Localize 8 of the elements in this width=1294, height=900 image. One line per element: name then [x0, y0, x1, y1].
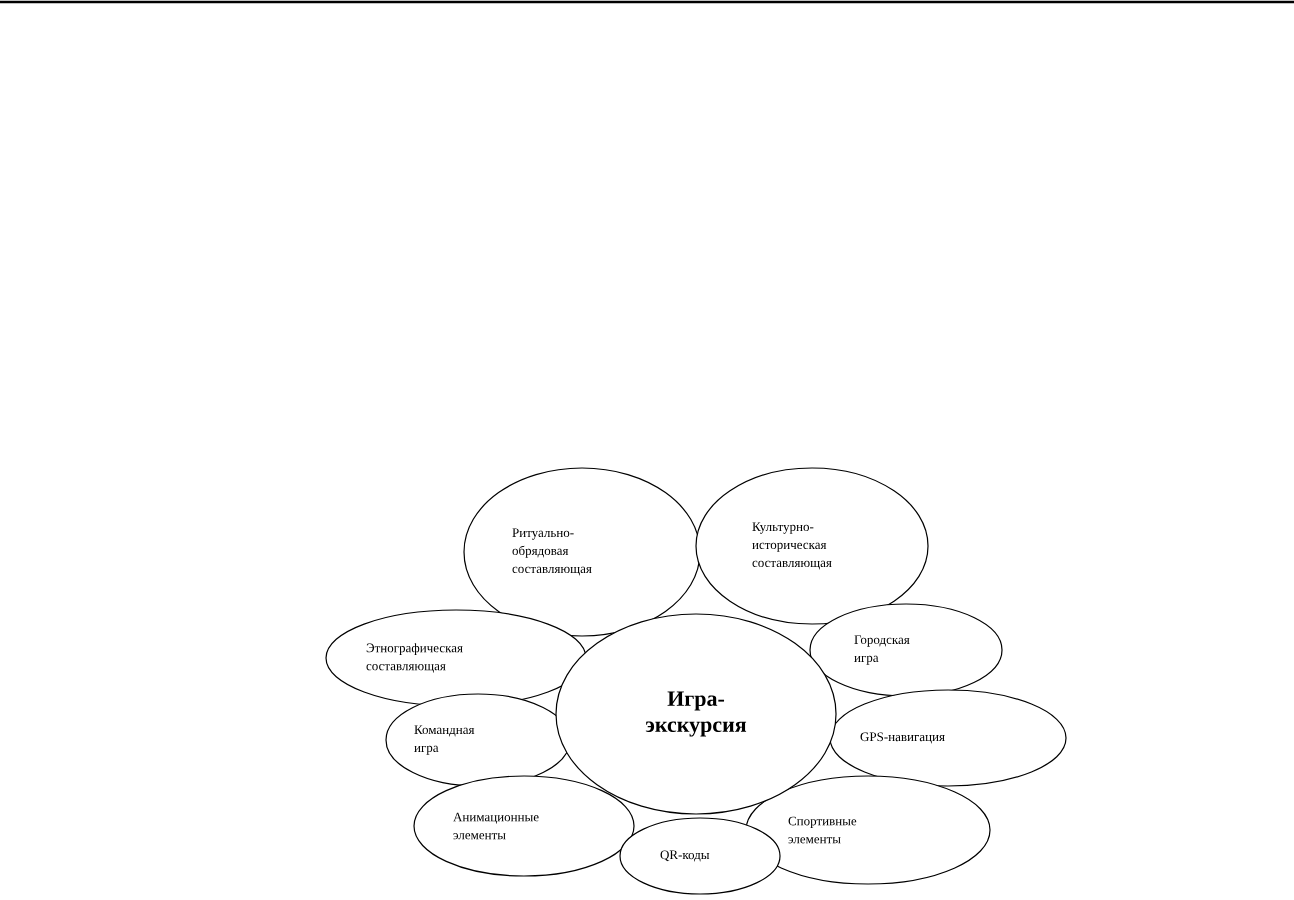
petal-ellipse	[463, 467, 701, 637]
petal-ellipse	[829, 689, 1067, 787]
petal-ellipse	[413, 775, 635, 877]
petal-ellipse	[385, 693, 571, 787]
center-text: Игра-экскурсия	[645, 691, 747, 737]
petal-ellipse	[619, 817, 781, 895]
petal-ellipse	[809, 603, 1003, 697]
petal-ellipse	[325, 609, 587, 707]
